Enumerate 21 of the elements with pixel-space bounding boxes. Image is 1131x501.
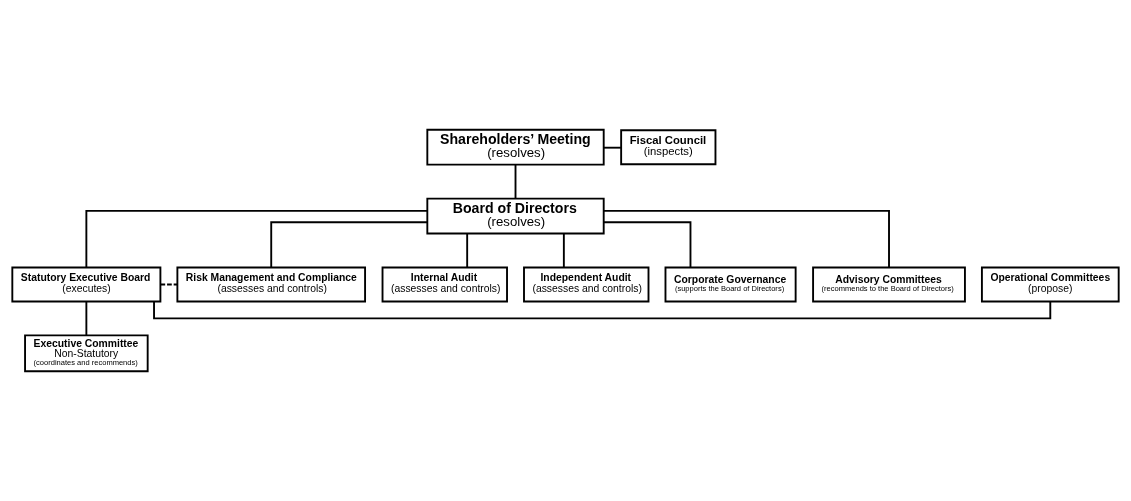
connector: [603, 146, 622, 149]
node-box: Operational Committees (propose): [980, 266, 1120, 303]
connector: [85, 300, 88, 337]
node-box: Statutory Executive Board (executes): [11, 266, 162, 303]
node-box: Shareholders’ Meeting (resolves): [426, 128, 605, 166]
node-box: Executive Committee Non-Statutory (coordinates and recommends): [24, 334, 149, 373]
connector: [270, 221, 429, 269]
connector: [466, 232, 469, 269]
node-box: Internal Audit (assesses and controls): [381, 266, 508, 303]
node-box: Independent Audit (assesses and controls): [523, 266, 650, 303]
node-box: Advisory Committees (recommends to the Board of Directors): [812, 266, 966, 303]
node-box: Risk Management and Compliance (assesses and controls): [176, 266, 366, 303]
connector: [85, 209, 429, 269]
connector: [159, 283, 179, 286]
node-box: Board of Directors (resolves): [426, 197, 605, 235]
node-box: Corporate Governance (supports the Board of Directors): [664, 266, 797, 303]
connector: [514, 164, 517, 200]
connector: [562, 232, 565, 269]
connector: [602, 209, 890, 269]
node-box: Fiscal Council (inspects): [620, 129, 717, 166]
connector: [602, 221, 692, 269]
